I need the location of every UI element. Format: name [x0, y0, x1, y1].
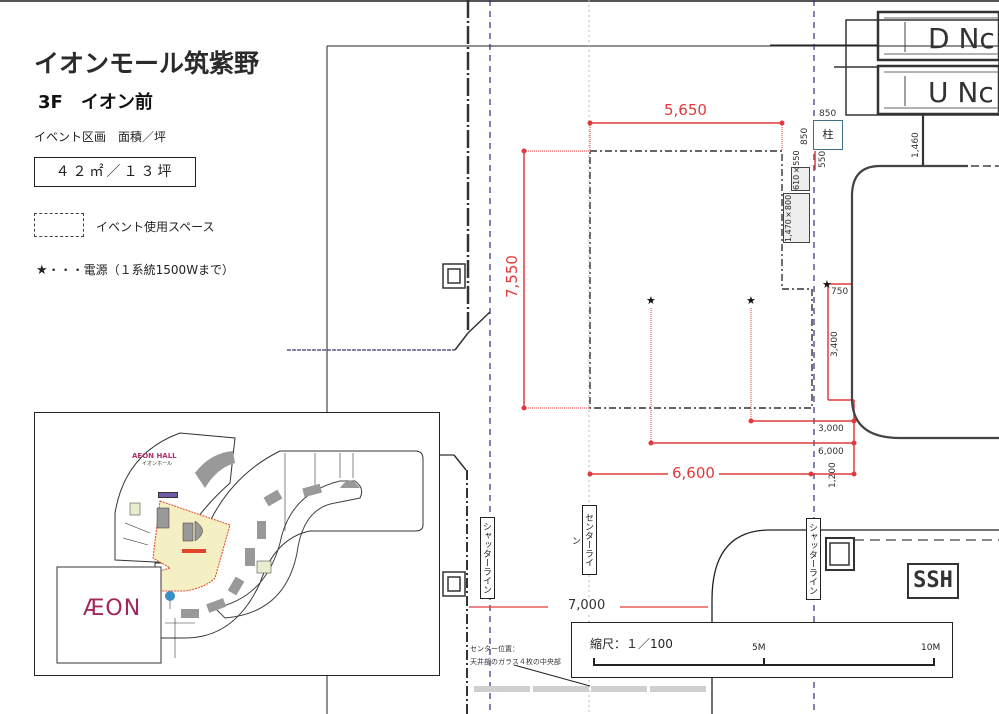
dim-6000: 6,000	[818, 447, 844, 457]
dim-height-left: 7,550	[503, 251, 521, 302]
dim-star-drop: 3,400	[830, 331, 840, 357]
power-legend-label: ・・・電源（１系統1500Wまで）	[47, 263, 235, 277]
star-icon: ★	[36, 263, 48, 278]
location-minimap: AEON HALL イオンホール ÆON	[34, 412, 440, 676]
scale-title: 縮尺：１／100	[590, 637, 673, 651]
dim-pillar-gap: 550	[818, 150, 828, 168]
area-value: ４２㎡／１３坪	[34, 157, 196, 187]
page-title: イオンモール筑紫野	[34, 49, 260, 78]
dim-width-top: 5,650	[660, 101, 711, 119]
aeon-hall-sublabel: イオンホール	[142, 461, 173, 467]
top-border	[0, 0, 999, 2]
dim-3000: 3,000	[818, 424, 844, 434]
pillar: 柱	[813, 120, 843, 150]
aeon-logo: ÆON	[83, 596, 142, 621]
equipment-small: 610×550	[791, 150, 810, 191]
center-note-line1: センター位置：	[470, 645, 519, 653]
power-star-icon: ★	[646, 294, 656, 307]
center-note-line2: 天井部のガラス４枚の中央部	[470, 658, 561, 666]
power-star-icon: ★	[822, 278, 832, 291]
scale-legend: 縮尺：１／100 5M 10M	[571, 622, 953, 678]
dim-bottom-span: 7,000	[564, 598, 610, 613]
center-position-note: センター位置： 天井部のガラス４枚の中央部	[470, 643, 561, 669]
ssh-label: SSH	[907, 563, 959, 599]
dim-1200: 1,200	[828, 462, 838, 488]
scale-tick-5	[763, 658, 765, 666]
dim-star-offset: 750	[831, 287, 849, 297]
area-label: イベント区画 面積／坪	[34, 130, 167, 144]
event-space-legend-swatch	[34, 213, 84, 237]
purple-tag	[158, 492, 178, 498]
escalator-up-label: U Nc	[928, 76, 994, 109]
dim-pillar-side: 850	[800, 127, 810, 145]
power-legend: ★・・・電源（１系統1500Wまで）	[36, 261, 234, 278]
dim-width-bottom: 6,600	[668, 464, 719, 482]
aeon-hall-label: AEON HALL	[132, 452, 177, 460]
dim-wall-1460: 1,460	[911, 132, 921, 158]
scale-5m: 5M	[752, 643, 766, 653]
shutter-line-right-label: シャッターライン	[806, 518, 821, 600]
scale-tick-0	[593, 658, 595, 666]
mall-map	[56, 432, 424, 664]
floor-location: 3F イオン前	[38, 92, 153, 113]
food-court-tag	[182, 549, 206, 553]
dim-pillar-top: 850	[819, 109, 837, 119]
scale-10m: 10M	[921, 643, 941, 653]
escalator-down-label: D Nc	[928, 22, 995, 55]
power-star-icon: ★	[746, 294, 756, 307]
center-line-label: センターライン	[570, 505, 597, 575]
scale-tick-10	[933, 658, 935, 666]
event-space-legend-label: イベント使用スペース	[96, 220, 215, 234]
shutter-line-left-label: シャッターライン	[480, 517, 495, 599]
equipment-large: 1,470×800	[783, 193, 810, 243]
